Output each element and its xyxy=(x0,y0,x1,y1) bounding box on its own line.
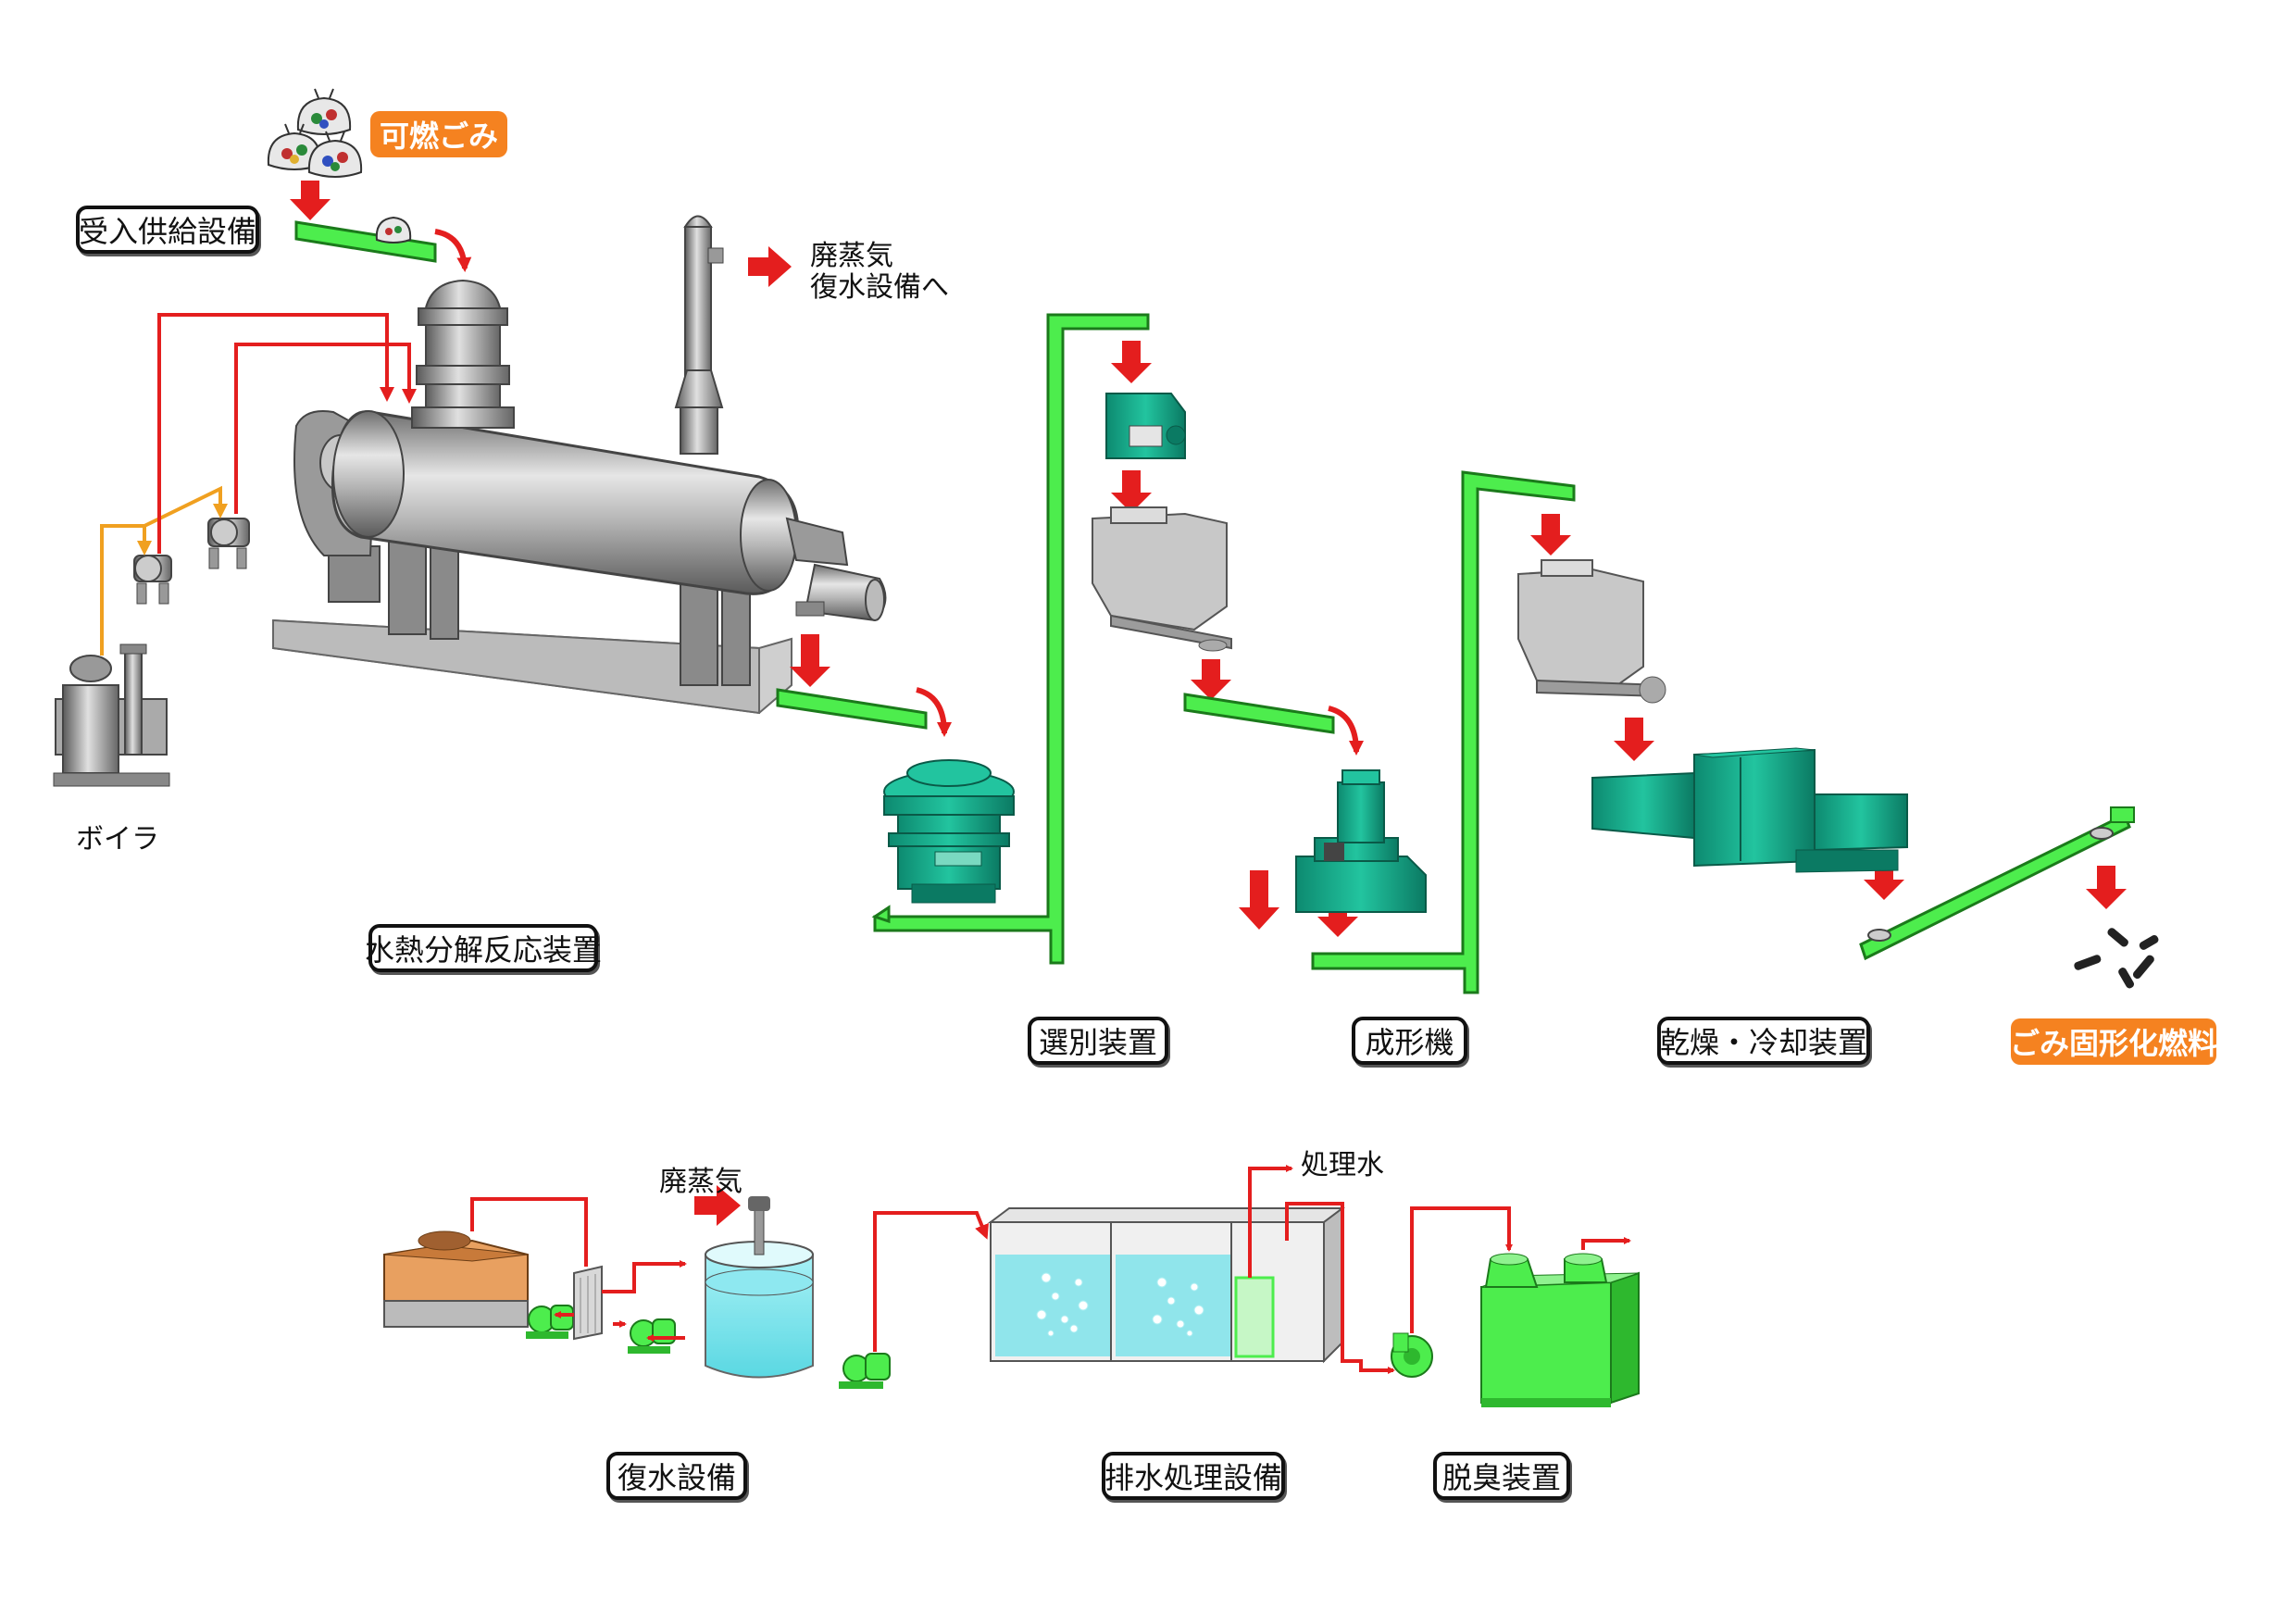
deodorizer-label: 脱臭装置 xyxy=(1433,1452,1570,1500)
circulation-pump-1 xyxy=(526,1305,574,1339)
dryer-cooler xyxy=(1591,747,1908,873)
garbage-bags-icon xyxy=(267,88,363,178)
to-condensate-label: 復水設備へ xyxy=(810,271,949,304)
sorting-unit-label: 選別装置 xyxy=(1028,1017,1168,1065)
treated-water-label: 処理水 xyxy=(1301,1149,1384,1181)
solid-fuel-badge: ごみ固形化燃料 xyxy=(2010,1018,2217,1065)
bucket-elevator-1 xyxy=(871,313,1150,965)
waste-steam-bottom-label: 廃蒸気 xyxy=(659,1166,742,1198)
feed-pump-2 xyxy=(207,518,250,569)
intake-supply-label: 受入供給設備 xyxy=(76,206,259,254)
treated-water-line xyxy=(1248,1165,1395,1374)
deodorizer xyxy=(1480,1253,1640,1407)
waste-steam-top-label: 廃蒸気 xyxy=(810,240,893,272)
drain-pump xyxy=(839,1353,891,1389)
heat-exchanger xyxy=(573,1265,603,1341)
reactor-legs xyxy=(328,518,751,686)
wastewater-treatment-label: 排水処理設備 xyxy=(1102,1452,1285,1500)
hopper-1 xyxy=(1092,506,1232,652)
boiler-label: ボイラ xyxy=(76,823,159,856)
hydrothermal-reactor-label: 水熱分解反応装置 xyxy=(365,924,602,972)
combustible-waste-badge: 可燃ごみ xyxy=(370,111,507,157)
bucket-elevator-2 xyxy=(1311,470,1576,994)
condensate-lines xyxy=(470,1197,989,1352)
curved-transfer-arrows xyxy=(434,229,1364,756)
deodorizer-fan xyxy=(1391,1332,1433,1378)
dryer-cooler-label: 乾燥・冷却装置 xyxy=(1657,1017,1870,1065)
intake-conveyor xyxy=(294,216,437,263)
boiler-steam-lines xyxy=(100,313,417,656)
deodorizer-lines xyxy=(1410,1206,1631,1333)
condenser-tank xyxy=(705,1196,814,1379)
molding-machine-label: 成形機 xyxy=(1352,1017,1467,1065)
boiler xyxy=(53,643,170,787)
fuel-pellets-icon xyxy=(2074,928,2159,989)
wastewater-treatment-tank xyxy=(988,1206,1345,1364)
sorting-screen xyxy=(883,759,1015,904)
hopper-2 xyxy=(1517,559,1666,704)
reactor-base xyxy=(272,618,792,715)
hydrothermal-reactor xyxy=(331,215,887,622)
cooling-tower xyxy=(383,1230,529,1328)
product-conveyor xyxy=(1859,806,2135,961)
sorter-discharge-conveyor xyxy=(1183,693,1335,734)
feed-pump-1 xyxy=(133,555,172,605)
condensate-system-label: 復水設備 xyxy=(606,1452,747,1500)
crusher xyxy=(1105,393,1186,459)
molding-machine xyxy=(1295,769,1427,913)
reactor-discharge-conveyor xyxy=(776,688,928,730)
